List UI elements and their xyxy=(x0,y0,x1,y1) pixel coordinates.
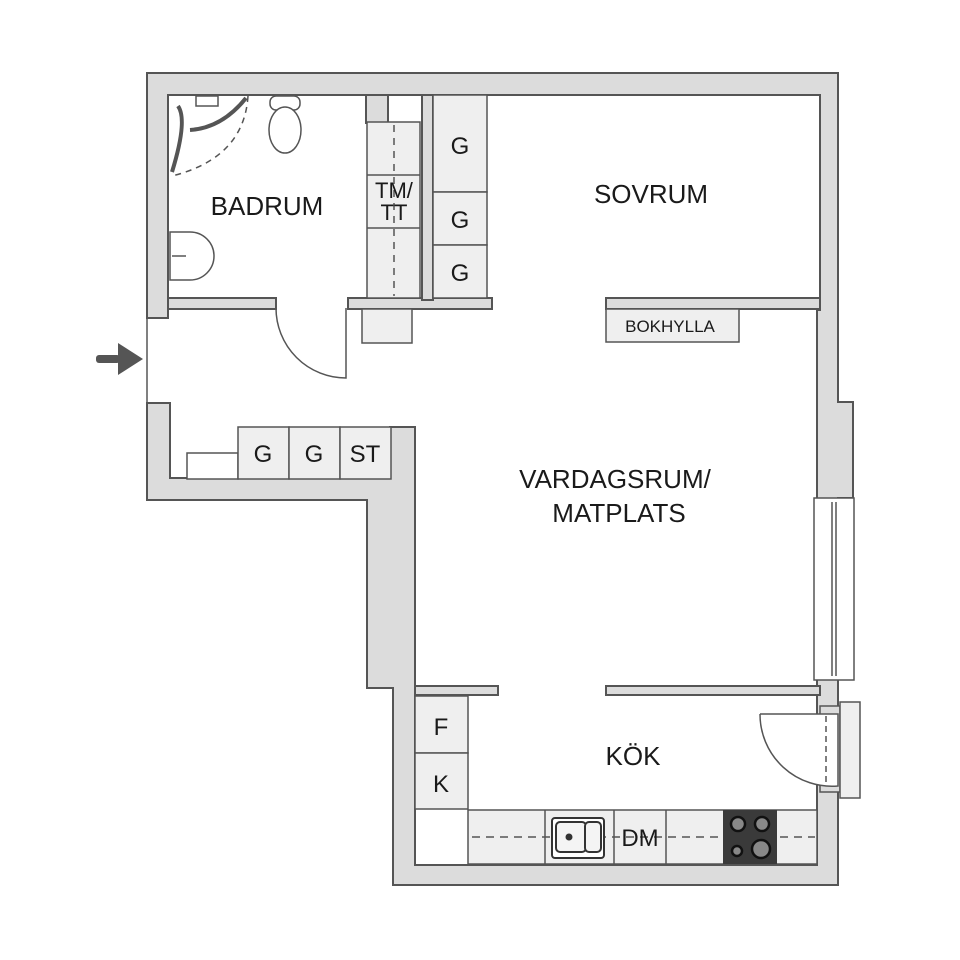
kitchen-sink-icon xyxy=(551,817,605,859)
washer-tower xyxy=(361,121,421,344)
bookshelf-label: BOKHYLLA xyxy=(625,317,715,336)
bookshelf xyxy=(605,308,740,343)
shower-icon xyxy=(170,95,249,177)
storage-label: ST xyxy=(350,441,381,468)
dishwasher-label: DM xyxy=(621,825,658,852)
balcony-door xyxy=(759,701,861,799)
room-label-kitchen: KÖK xyxy=(606,741,662,771)
fridge-label: F xyxy=(434,714,449,741)
wardrobe-label: G xyxy=(451,207,470,234)
interior-walls xyxy=(167,94,821,696)
room-label-bathroom: BADRUM xyxy=(211,191,324,221)
hall-storage xyxy=(186,426,392,480)
toilet-icon xyxy=(268,95,302,154)
entry-arrow-icon xyxy=(96,343,143,375)
room-label-living-2: MATPLATS xyxy=(552,498,685,528)
stove-icon xyxy=(723,810,777,864)
window-living xyxy=(813,497,855,681)
wardrobe-label: G xyxy=(254,441,273,468)
wardrobe-label: G xyxy=(305,441,324,468)
room-label-bedroom: SOVRUM xyxy=(594,179,708,209)
wardrobe-label: G xyxy=(451,260,470,287)
fridge-freezer xyxy=(414,695,469,810)
sink-icon xyxy=(169,231,215,281)
room-label-living-1: VARDAGSRUM/ xyxy=(519,464,711,494)
wardrobes-bedroom xyxy=(432,94,488,299)
entry-door xyxy=(146,307,347,403)
washer-label-2: TT xyxy=(381,200,408,225)
freezer-label: K xyxy=(433,771,449,798)
washer-label-1: TM/ xyxy=(375,178,414,203)
wardrobe-label: G xyxy=(451,133,470,160)
